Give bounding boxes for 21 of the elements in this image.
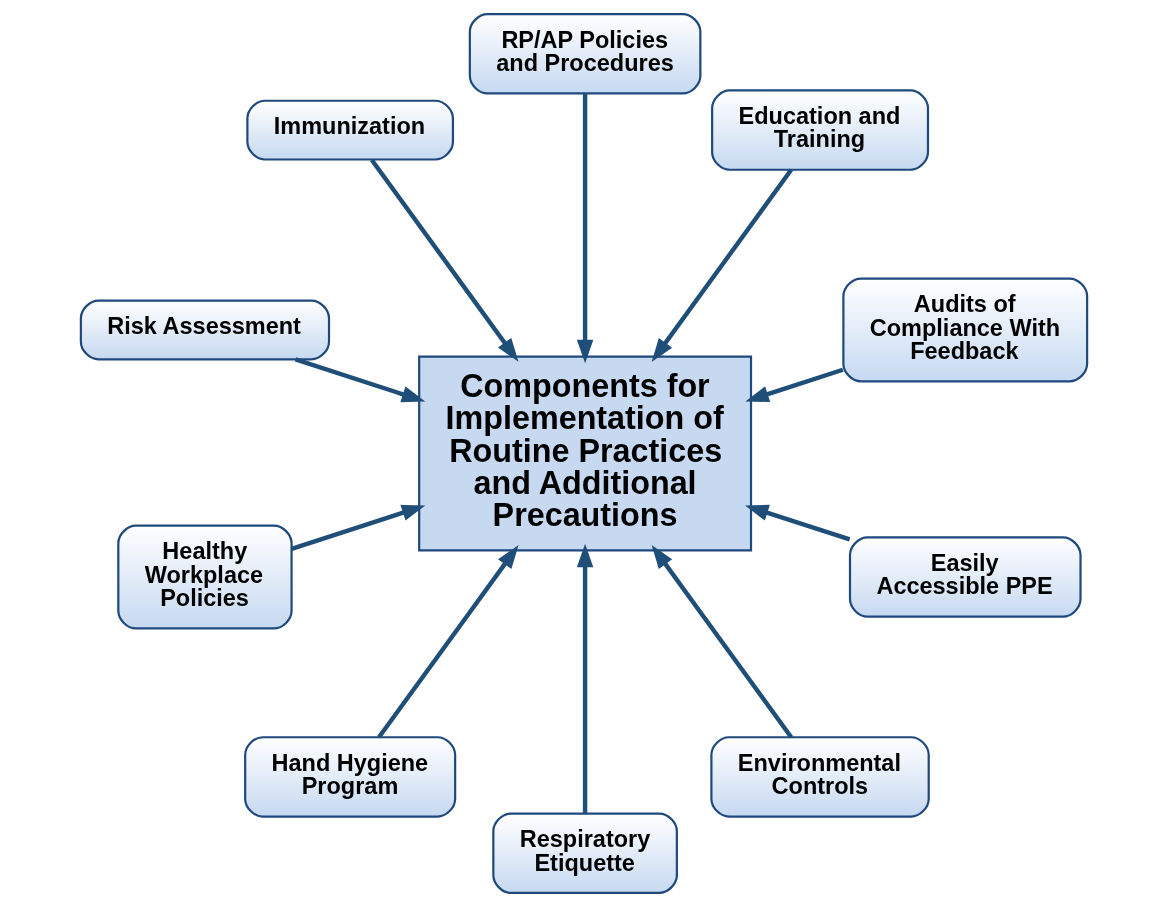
node-box: Healthy Workplace Policies: [116, 524, 293, 630]
node-box: Easily Accessible PPE: [848, 536, 1082, 618]
node-box: Education and Training: [710, 89, 929, 171]
node-box: Audits of Compliance With Feedback: [841, 277, 1088, 383]
arrow: [576, 543, 593, 814]
arrow: [576, 93, 593, 364]
arrow: [376, 545, 519, 739]
node-box: Environmental Controls: [709, 736, 930, 818]
arrow: [651, 168, 793, 362]
node-box: Hand Hygiene Program: [243, 736, 456, 818]
node-box: RP/AP Policies and Procedures: [468, 13, 701, 95]
arrow: [369, 158, 518, 362]
node-box: Components for Implementation of Routine Practices and Additional Precautions: [417, 355, 752, 552]
arrow: [294, 357, 425, 403]
node-box: Immunization: [245, 99, 454, 161]
node-box: Respiratory Etiquette: [491, 812, 678, 894]
node-box: Risk Assessment: [79, 299, 330, 361]
arrow: [290, 504, 425, 551]
arrow: [744, 367, 844, 402]
arrow: [651, 545, 793, 739]
arrow: [744, 504, 850, 542]
